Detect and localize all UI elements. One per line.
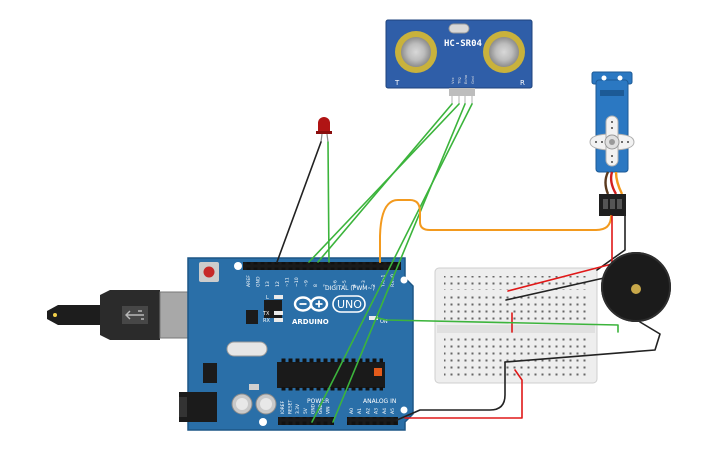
led-l-label: L <box>266 295 269 301</box>
power-pin-label-2: 3.3V <box>295 404 301 414</box>
breadboard-terminal-top <box>444 294 588 322</box>
analog-pin-label-0: A0 <box>349 408 355 414</box>
sensor-pin-label-0: Vcc <box>450 77 455 84</box>
led-tx-label: TX <box>262 311 270 317</box>
digital-pin-label-4: ~11 <box>284 277 290 287</box>
wire-sensor-gnd <box>311 103 473 423</box>
wires <box>276 103 661 423</box>
wire-servo-signal <box>379 199 612 263</box>
power-pin-label-0: IOREF <box>280 400 286 414</box>
uno-badge <box>332 295 366 313</box>
wire-buzzer-signal <box>377 317 619 333</box>
digital-label: DIGITAL (PWM~) <box>325 285 375 292</box>
analog-pin-label-1: A1 <box>357 408 363 414</box>
led-on <box>369 316 378 320</box>
digital-pin-label-15: RX◄0 <box>390 274 396 287</box>
sensor-left-mark: T <box>394 79 400 87</box>
power-pin-label-1: RESET <box>288 400 294 414</box>
breadboard-power-rail-top <box>444 276 588 290</box>
digital-pin-label-10: ~5 <box>342 280 348 287</box>
digital-pin-label-12: ~3 <box>361 280 367 287</box>
digital-pin-label-7: 8 <box>313 284 319 287</box>
power-pin-label-5: GND <box>318 403 324 414</box>
digital-pin-label-6: ~9 <box>304 280 310 287</box>
wire-arduino-5v <box>404 369 523 419</box>
led-tx <box>274 311 283 315</box>
digital-pin-label-0: AREF <box>246 275 252 287</box>
capacitors <box>231 393 277 415</box>
wire-arduino-gnd <box>396 361 506 421</box>
arduino-logo-text: ARDUINO <box>292 318 329 326</box>
reset-button-cap[interactable] <box>203 266 215 278</box>
digital-pin-label-9: ~6 <box>332 280 338 287</box>
digital-pin-label-13: 2 <box>371 284 377 287</box>
digital-pin-label-11: 4 <box>352 284 358 287</box>
power-label: POWER <box>307 398 329 405</box>
on-label: ON <box>380 319 388 325</box>
led-rx-label: RX <box>263 318 270 324</box>
analog-pin-label-5: A5 <box>390 408 396 414</box>
wire-sensor-trig <box>308 103 460 263</box>
digital-pin-label-3: 12 <box>275 281 281 287</box>
usb-cable <box>47 290 191 340</box>
led-l <box>274 295 283 299</box>
breadboard-power-rail-bottom <box>444 366 588 380</box>
wire-led-signal <box>327 141 330 263</box>
sensor-pin-label-2: Echo <box>463 74 468 84</box>
sensor-model-label: HC-SR04 <box>444 39 483 49</box>
digital-pin-label-8: 7 <box>323 284 329 287</box>
analog-label: ANALOG IN <box>363 398 396 405</box>
sensor-right-mark: R <box>520 79 525 87</box>
wire-rail-red-top <box>507 263 613 292</box>
analog-pin-label-2: A2 <box>365 408 371 414</box>
digital-pin-label-1: GND <box>256 276 262 287</box>
arduino-uno-board <box>47 257 414 431</box>
breadboard-center-channel <box>437 325 595 333</box>
digital-pin-label-2: 13 <box>265 281 271 287</box>
wire-rail-black-top <box>505 277 605 301</box>
power-pin-label-6: VIN <box>326 406 332 414</box>
breadboard-terminal-bottom <box>444 336 588 364</box>
ultrasonic-sensor <box>385 19 533 104</box>
power-pin-label-4: GND <box>310 403 316 414</box>
wire-sensor-echo <box>332 103 466 423</box>
crystal <box>226 341 268 357</box>
sensor-pin-label-1: Trig <box>457 77 462 85</box>
power-pin-label-3: 5V <box>303 408 309 414</box>
piezo-buzzer <box>601 252 671 322</box>
wire-led-gnd <box>276 141 322 263</box>
voltage-regulator <box>203 363 217 383</box>
red-led <box>316 117 332 143</box>
analog-pin-label-3: A3 <box>374 408 380 414</box>
breadboard <box>434 267 598 384</box>
arduino-logo-icon <box>293 296 329 312</box>
analog-pin-label-4: A4 <box>382 408 388 414</box>
sensor-pin-label-3: Gnd <box>470 76 475 84</box>
digital-pin-label-5: ~10 <box>294 277 300 287</box>
servo-motor <box>589 71 635 216</box>
wire-buzzer-gnd <box>504 321 661 363</box>
uno-model-text: UNO <box>337 298 362 311</box>
sensor-crystal <box>448 23 470 34</box>
led-rx <box>274 318 283 322</box>
